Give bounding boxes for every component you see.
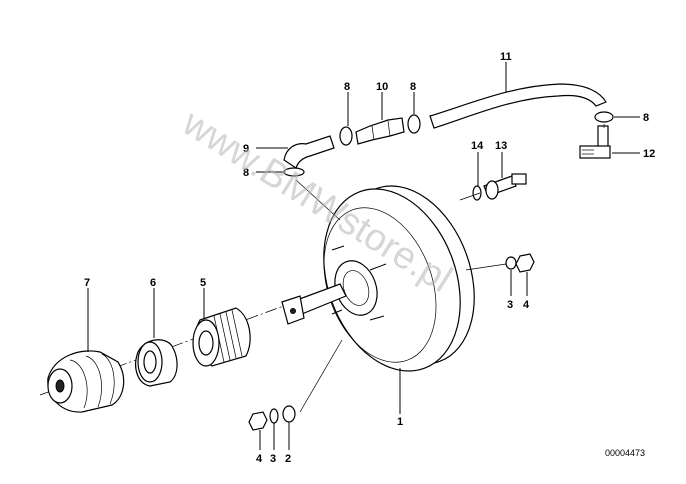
hose-clamp-right <box>594 111 614 123</box>
elbow-fitting <box>579 125 611 159</box>
callout-8-upper-mid: 8 <box>410 81 416 93</box>
callout-9: 9 <box>243 143 249 155</box>
filter-ring <box>135 339 178 387</box>
washer-right <box>505 256 517 270</box>
hose-clamp-left <box>339 126 353 146</box>
callout-7: 7 <box>84 277 90 289</box>
air-filter <box>192 307 251 367</box>
nut-lower <box>248 411 268 431</box>
hose-clamp-mid <box>407 114 421 134</box>
callout-5: 5 <box>200 277 206 289</box>
callout-8-upper-left: 8 <box>344 81 350 93</box>
callout-10: 10 <box>376 81 388 93</box>
callout-3-right: 3 <box>507 299 513 311</box>
callout-6: 6 <box>150 277 156 289</box>
vacuum-fitting <box>483 173 527 200</box>
vacuum-hose <box>429 83 607 129</box>
callout-2: 2 <box>285 453 291 465</box>
callout-14: 14 <box>471 140 484 152</box>
check-valve <box>355 117 405 145</box>
callout-4-lower: 4 <box>256 453 263 465</box>
callout-3-lower: 3 <box>270 453 276 465</box>
callout-12: 12 <box>643 148 655 160</box>
callout-8-right: 8 <box>643 112 649 124</box>
diagram-code: 00004473 <box>605 448 645 458</box>
washer-lower-large <box>282 405 296 423</box>
callout-11: 11 <box>500 51 512 63</box>
elbow-hose <box>283 135 335 169</box>
callout-13: 13 <box>495 140 507 152</box>
seal-ring <box>472 185 482 201</box>
callout-4-right: 4 <box>523 299 530 311</box>
washer-lower-small <box>269 408 279 424</box>
callout-1: 1 <box>397 416 403 428</box>
brake-booster <box>281 185 475 372</box>
callout-8-left: 8 <box>243 167 249 179</box>
bellows-boot <box>47 350 125 413</box>
nut-right <box>515 253 535 273</box>
